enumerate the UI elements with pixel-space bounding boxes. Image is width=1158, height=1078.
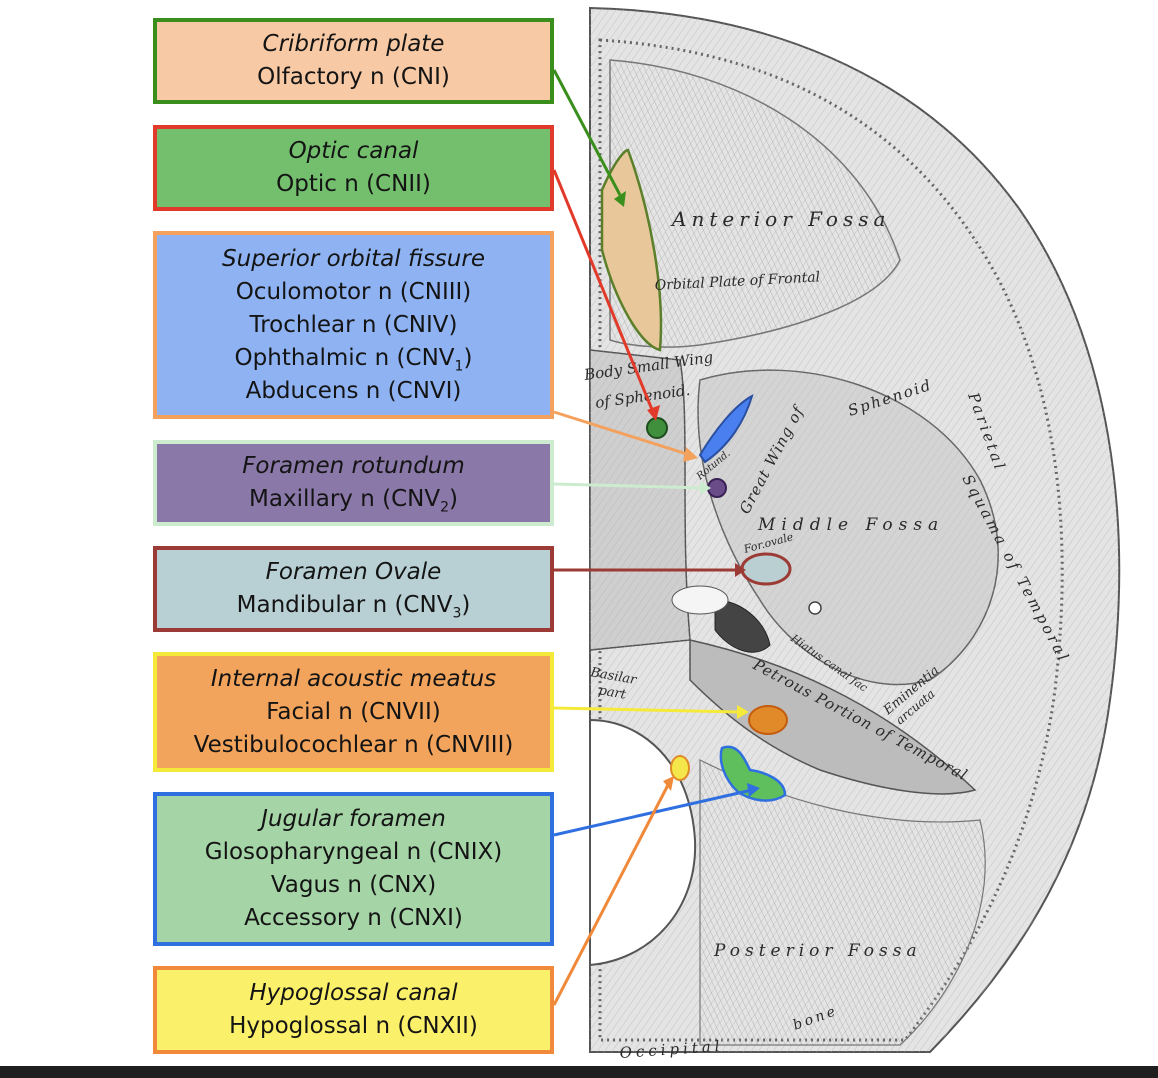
label-tail: ): [449, 486, 458, 512]
internal-acoustic-meatus-shape: [748, 705, 788, 735]
label-foramen-rotundum: Foramen rotundum Maxillary n (CNV2): [153, 440, 554, 526]
arrowhead-foramen-rotundum: [700, 481, 711, 495]
bottom-bar: [0, 1066, 1158, 1078]
label-line: Maxillary n (CNV2): [249, 483, 458, 516]
arrow-foramen-rotundum: [553, 482, 705, 490]
arrowhead-internal-acoustic-meatus: [737, 705, 749, 719]
label-subscript: 3: [452, 605, 462, 622]
arrowhead-superior-orbital-fissure: [683, 447, 698, 462]
jugular-foramen-shape: [719, 745, 787, 802]
label-text: Maxillary n (CNV: [249, 486, 441, 512]
arrow-superior-orbital-fissure: [553, 410, 691, 457]
label-subscript: 2: [440, 499, 449, 516]
label-title: Jugular foramen: [261, 806, 446, 832]
label-line: Hypoglossal n (CNXII): [229, 1013, 478, 1039]
label-tail: ): [463, 344, 473, 371]
label-line: Vagus n (CNX): [270, 872, 437, 898]
label-line: Abducens n (CNVI): [245, 377, 462, 404]
arrowhead-optic-canal: [647, 405, 660, 421]
label-line: Mandibular n (CNV3): [237, 589, 471, 622]
arrowhead-cribriform-plate: [614, 191, 626, 207]
label-optic-canal: Optic canal Optic n (CNII): [153, 125, 554, 211]
label-title: Superior orbital fissure: [222, 245, 485, 272]
petrous-ridge: [689, 639, 977, 795]
skull-label-anterior-fossa: Anterior Fossa: [670, 207, 890, 231]
foramen-lacerum: [714, 599, 771, 653]
label-cribriform-plate: Cribriform plate Olfactory n (CNI): [153, 18, 554, 104]
label-text: Ophthalmic n (CNV: [234, 344, 455, 371]
label-subscript: 1: [454, 358, 464, 375]
label-internal-acoustic-meatus: Internal acoustic meatus Facial n (CNVII…: [153, 652, 554, 772]
label-line: Facial n (CNVII): [266, 698, 441, 725]
label-title: Hypoglossal canal: [249, 980, 458, 1006]
label-line: Accessory n (CNXI): [244, 905, 463, 931]
label-line: Oculomotor n (CNIII): [235, 278, 472, 305]
label-line: Ophthalmic n (CNV1): [235, 342, 473, 375]
hypoglossal-canal-shape: [670, 755, 690, 781]
arrowhead-hypoglossal-canal: [663, 776, 674, 791]
label-line: Vestibulocochlear n (CNVIII): [193, 731, 514, 758]
anterior-fossa-region: [609, 59, 901, 348]
label-hypoglossal-canal: Hypoglossal canal Hypoglossal n (CNXII): [153, 966, 554, 1054]
arrow-internal-acoustic-meatus: [553, 706, 741, 714]
arrowhead-jugular-foramen: [747, 783, 760, 797]
superior-orbital-fissure-shape: [698, 394, 754, 464]
label-title: Cribriform plate: [262, 31, 445, 57]
label-title: Foramen rotundum: [242, 453, 465, 479]
arrow-cribriform-plate: [552, 69, 622, 196]
skull-label-middle-fossa: Middle Fossa: [757, 515, 944, 535]
label-tail: ): [461, 592, 471, 618]
label-jugular-foramen: Jugular foramen Glosopharyngeal n (CNIX)…: [153, 792, 554, 946]
foramen-ovale-shape: [740, 552, 792, 586]
arrowhead-foramen-ovale: [735, 563, 746, 577]
label-superior-orbital-fissure: Superior orbital fissure Oculomotor n (C…: [153, 231, 554, 419]
label-title: Optic canal: [288, 138, 419, 164]
skull-label-posterior-fossa: Posterior Fossa: [713, 941, 922, 961]
leader-arrows: [552, 69, 760, 1006]
label-title: Internal acoustic meatus: [210, 665, 497, 692]
label-line: Trochlear n (CNIV): [249, 311, 458, 338]
label-line: Optic n (CNII): [276, 171, 431, 197]
arrow-optic-canal: [552, 169, 655, 413]
label-title: Foramen Ovale: [265, 559, 442, 585]
label-foramen-ovale: Foramen Ovale Mandibular n (CNV3): [153, 546, 554, 632]
label-text: Mandibular n (CNV: [236, 592, 453, 618]
label-line: Glosopharyngeal n (CNIX): [204, 839, 503, 865]
label-line: Olfactory n (CNI): [257, 64, 450, 90]
arrow-hypoglossal-canal: [552, 784, 670, 1006]
optic-canal-shape: [646, 417, 668, 439]
skull-label-basilar-part: part: [597, 683, 627, 703]
